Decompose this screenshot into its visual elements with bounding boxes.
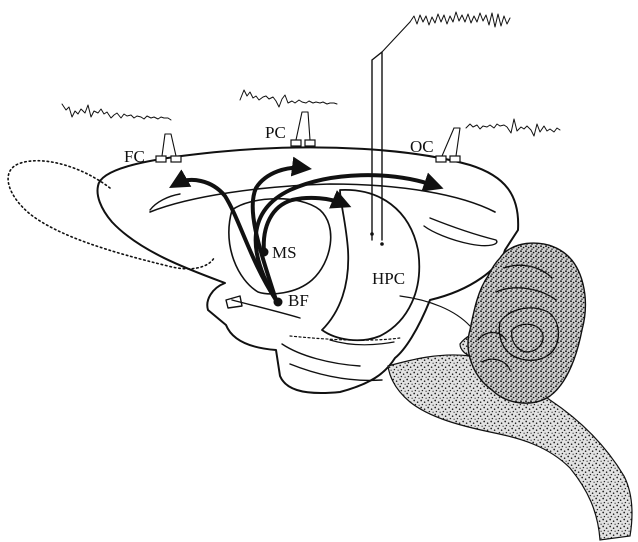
ms-nucleus <box>260 248 269 257</box>
projection-bf-to-fc <box>176 180 276 300</box>
hpc-electrode-wire <box>382 22 410 52</box>
olfactory-bulb-outline <box>8 161 214 269</box>
corpus-callosum <box>424 218 497 246</box>
pc-signal-trace <box>240 90 337 107</box>
fc-signal-trace <box>62 104 171 120</box>
pons-contour <box>282 344 382 380</box>
bf-nucleus <box>274 298 283 307</box>
pc-electrode <box>291 112 315 146</box>
hpc-recording-site-2 <box>380 242 384 246</box>
cerebellum <box>468 243 585 403</box>
label-oc: OC <box>410 137 434 156</box>
label-bf: BF <box>288 291 309 310</box>
label-pc: PC <box>265 123 286 142</box>
oc-signal-trace <box>466 119 560 136</box>
hpc-electrode <box>372 52 382 240</box>
oc-electrode <box>436 128 460 162</box>
hpc-signal-trace <box>410 12 510 27</box>
ventral-dotted-line <box>290 336 400 340</box>
projection-fc-local <box>150 194 180 210</box>
hippocampus-outline <box>322 190 419 340</box>
label-ms: MS <box>272 243 297 262</box>
hpc-recording-site-1 <box>370 232 374 236</box>
label-hpc: HPC <box>372 269 405 288</box>
label-fc: FC <box>124 147 145 166</box>
